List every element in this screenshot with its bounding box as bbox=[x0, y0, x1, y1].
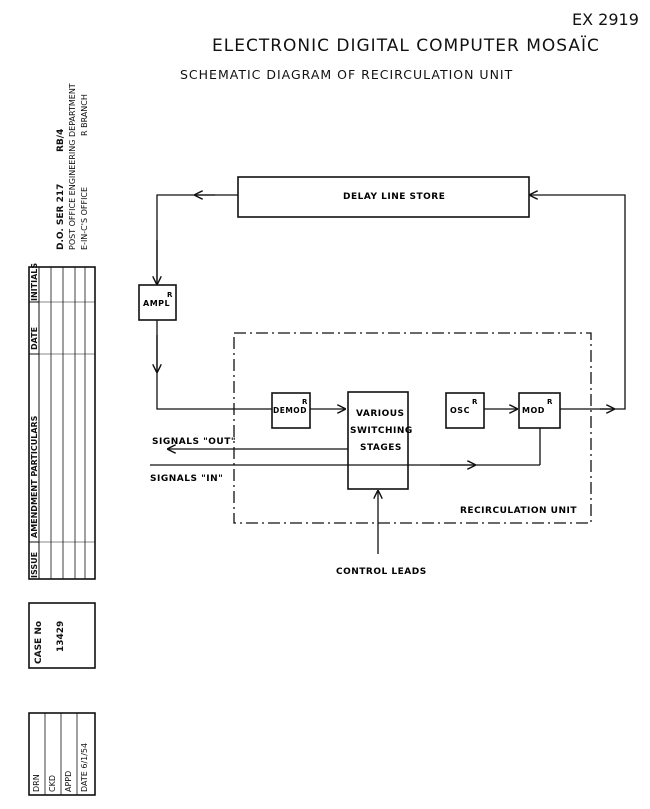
svg-text:STAGES: STAGES bbox=[360, 443, 402, 453]
delay-output-path bbox=[156, 194, 238, 285]
svg-text:VARIOUS: VARIOUS bbox=[356, 409, 405, 419]
svg-text:R: R bbox=[167, 291, 173, 299]
case-box bbox=[28, 602, 96, 669]
demod-box bbox=[271, 392, 311, 429]
diagram-title: ELECTRONIC DIGITAL COMPUTER MOSAÏC bbox=[212, 36, 600, 56]
svg-text:DEMOD: DEMOD bbox=[273, 406, 307, 415]
drawing-number: EX 2919 bbox=[572, 10, 639, 29]
osc-box bbox=[445, 392, 485, 429]
signals-out-label: SIGNALS "OUT" bbox=[152, 437, 236, 447]
delay-line-store-label: DELAY LINE STORE bbox=[343, 192, 445, 202]
control-leads-label: CONTROL LEADS bbox=[336, 567, 427, 577]
svg-text:R: R bbox=[302, 398, 308, 406]
recirculation-unit-label: RECIRCULATION UNIT bbox=[460, 506, 577, 516]
svg-text:MOD: MOD bbox=[522, 406, 545, 415]
svg-text:OSC: OSC bbox=[450, 406, 470, 415]
diagram-subtitle: SCHEMATIC DIAGRAM OF RECIRCULATION UNIT bbox=[180, 67, 514, 82]
signoff-box bbox=[28, 712, 96, 796]
svg-text:SWITCHING: SWITCHING bbox=[350, 426, 413, 436]
svg-text:R: R bbox=[472, 398, 478, 406]
amendment-table bbox=[28, 266, 96, 580]
output-path bbox=[560, 194, 626, 410]
delay-line-store-box bbox=[237, 176, 530, 218]
signals-in-label: SIGNALS "IN" bbox=[150, 474, 223, 484]
switching-stages-box bbox=[347, 391, 409, 490]
svg-text:AMPL: AMPL bbox=[143, 299, 170, 308]
recirculation-unit-boundary bbox=[233, 332, 592, 524]
svg-text:R: R bbox=[547, 398, 553, 406]
